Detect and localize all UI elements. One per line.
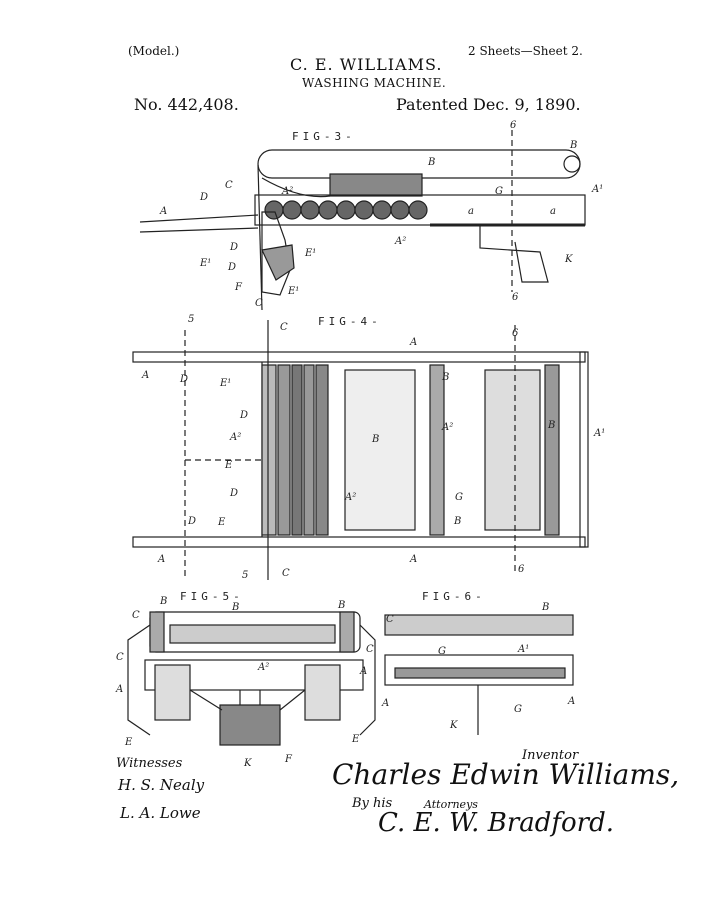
svg-text:D: D xyxy=(229,242,238,253)
witnesses-label: Witnesses xyxy=(116,756,183,771)
svg-text:D: D xyxy=(229,488,238,499)
svg-text:B: B xyxy=(441,372,449,383)
svg-text:C: C xyxy=(280,322,288,333)
svg-text:A¹: A¹ xyxy=(517,644,529,655)
svg-text:E: E xyxy=(217,517,226,528)
svg-text:A: A xyxy=(567,696,575,707)
svg-text:B: B xyxy=(547,420,555,431)
svg-text:A: A xyxy=(141,370,149,381)
svg-text:F: F xyxy=(284,754,293,765)
svg-text:E¹: E¹ xyxy=(219,378,231,389)
svg-text:B: B xyxy=(337,600,345,611)
svg-text:A²: A² xyxy=(281,186,293,197)
svg-text:G: G xyxy=(455,492,463,503)
fig6-label: FIG-6- xyxy=(422,590,486,603)
svg-text:A: A xyxy=(381,698,389,709)
svg-text:A: A xyxy=(409,554,417,565)
svg-text:D: D xyxy=(227,262,236,273)
svg-text:D: D xyxy=(179,374,188,385)
witness-signature-1: H. S. Nealy xyxy=(118,776,205,794)
fig5-drawing xyxy=(127,611,376,746)
svg-text:K: K xyxy=(564,254,573,265)
fig4-drawing xyxy=(132,320,589,580)
svg-text:A²: A² xyxy=(229,432,241,443)
svg-text:C: C xyxy=(255,298,263,309)
svg-text:C: C xyxy=(282,568,290,579)
svg-text:A: A xyxy=(359,666,367,677)
svg-text:G: G xyxy=(514,704,522,715)
patent-number: No. 442,408. xyxy=(134,95,239,114)
svg-text:F: F xyxy=(234,282,243,293)
witness-signature-2: L. A. Lowe xyxy=(120,804,201,822)
svg-text:A: A xyxy=(157,554,165,565)
svg-text:A²: A² xyxy=(441,422,453,433)
svg-text:E¹: E¹ xyxy=(287,286,299,297)
inventor-name: C. E. WILLIAMS. xyxy=(290,55,443,74)
svg-text:C: C xyxy=(225,180,233,191)
svg-text:A²: A² xyxy=(344,492,356,503)
svg-text:G: G xyxy=(495,186,503,197)
svg-text:B: B xyxy=(159,596,167,607)
svg-text:5: 5 xyxy=(188,314,194,325)
svg-text:K: K xyxy=(243,758,252,769)
svg-text:A¹: A¹ xyxy=(593,428,605,439)
svg-text:B: B xyxy=(231,602,239,613)
svg-text:E¹: E¹ xyxy=(304,248,316,259)
svg-text:A: A xyxy=(159,206,167,217)
fig4-label: FIG-4- xyxy=(318,315,382,328)
by-his-label: By his xyxy=(352,796,393,811)
fig3-drawing xyxy=(139,130,586,311)
model-label: (Model.) xyxy=(128,44,180,58)
inventor-label: Inventor xyxy=(522,748,579,763)
svg-text:B: B xyxy=(371,434,379,445)
svg-text:a: a xyxy=(550,206,556,217)
attorneys-label: Attorneys xyxy=(424,798,478,811)
svg-text:5: 5 xyxy=(242,570,248,581)
inventor-signature: Charles Edwin Williams, xyxy=(332,758,680,791)
svg-text:B: B xyxy=(541,602,549,613)
svg-text:G: G xyxy=(438,646,446,657)
svg-text:A²: A² xyxy=(394,236,406,247)
svg-text:6: 6 xyxy=(512,292,519,303)
svg-text:E: E xyxy=(224,460,233,471)
svg-text:E: E xyxy=(351,734,360,745)
fig6-drawing xyxy=(384,614,574,735)
svg-text:C: C xyxy=(366,644,374,655)
attorney-signature: C. E. W. Bradford. xyxy=(378,808,615,838)
svg-text:C: C xyxy=(386,614,394,625)
fig5-label: FIG-5- xyxy=(180,590,244,603)
svg-text:6: 6 xyxy=(510,120,517,131)
patent-title: WASHING MACHINE. xyxy=(302,76,447,90)
svg-text:A²: A² xyxy=(257,662,269,673)
svg-text:A: A xyxy=(115,684,123,695)
svg-text:C: C xyxy=(116,652,124,663)
svg-text:C: C xyxy=(132,610,140,621)
svg-text:D: D xyxy=(239,410,248,421)
svg-text:D: D xyxy=(199,192,208,203)
fig3-label: FIG-3- xyxy=(292,130,356,143)
svg-text:A: A xyxy=(409,337,417,348)
svg-text:B: B xyxy=(569,140,577,151)
patent-date: Patented Dec. 9, 1890. xyxy=(396,95,581,114)
svg-text:D: D xyxy=(187,516,196,527)
svg-text:E: E xyxy=(124,737,133,748)
sheet-count: 2 Sheets—Sheet 2. xyxy=(468,44,583,58)
svg-text:K: K xyxy=(449,720,458,731)
svg-text:B: B xyxy=(453,516,461,527)
svg-text:E¹: E¹ xyxy=(199,258,211,269)
svg-text:6: 6 xyxy=(512,328,519,339)
svg-text:B: B xyxy=(427,157,435,168)
svg-text:a: a xyxy=(468,206,474,217)
svg-text:6: 6 xyxy=(518,564,525,575)
svg-text:A¹: A¹ xyxy=(591,184,603,195)
